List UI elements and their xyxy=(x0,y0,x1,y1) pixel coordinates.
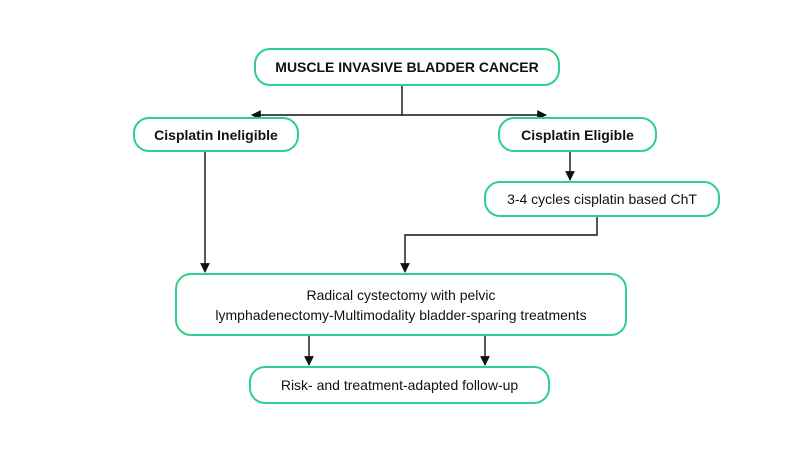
node-muscle-invasive-bladder-cancer: MUSCLE INVASIVE BLADDER CANCER xyxy=(254,48,560,86)
node-cisplatin-ineligible: Cisplatin Ineligible xyxy=(133,117,299,152)
node-chemo-label: 3-4 cycles cisplatin based ChT xyxy=(507,191,697,207)
node-surgery-label-line2: lymphadenectomy-Multimodality bladder-sp… xyxy=(215,306,587,323)
arrow-chemo-to-surgery xyxy=(400,217,598,273)
node-radical-cystectomy: Radical cystectomy with pelvic lymphaden… xyxy=(175,273,627,336)
node-eligible-label: Cisplatin Eligible xyxy=(521,126,634,143)
node-followup-label: Risk- and treatment-adapted follow-up xyxy=(280,377,519,393)
node-root-label: MUSCLE INVASIVE BLADDER CANCER xyxy=(275,59,539,75)
node-follow-up: Risk- and treatment-adapted follow-up xyxy=(249,366,550,404)
node-ineligible-label: Cisplatin Ineligible xyxy=(154,126,278,143)
node-surgery-label-line1: Radical cystectomy with pelvic xyxy=(306,286,496,303)
node-cisplatin-eligible: Cisplatin Eligible xyxy=(498,117,657,152)
node-cisplatin-chemotherapy: 3-4 cycles cisplatin based ChT xyxy=(484,181,720,217)
